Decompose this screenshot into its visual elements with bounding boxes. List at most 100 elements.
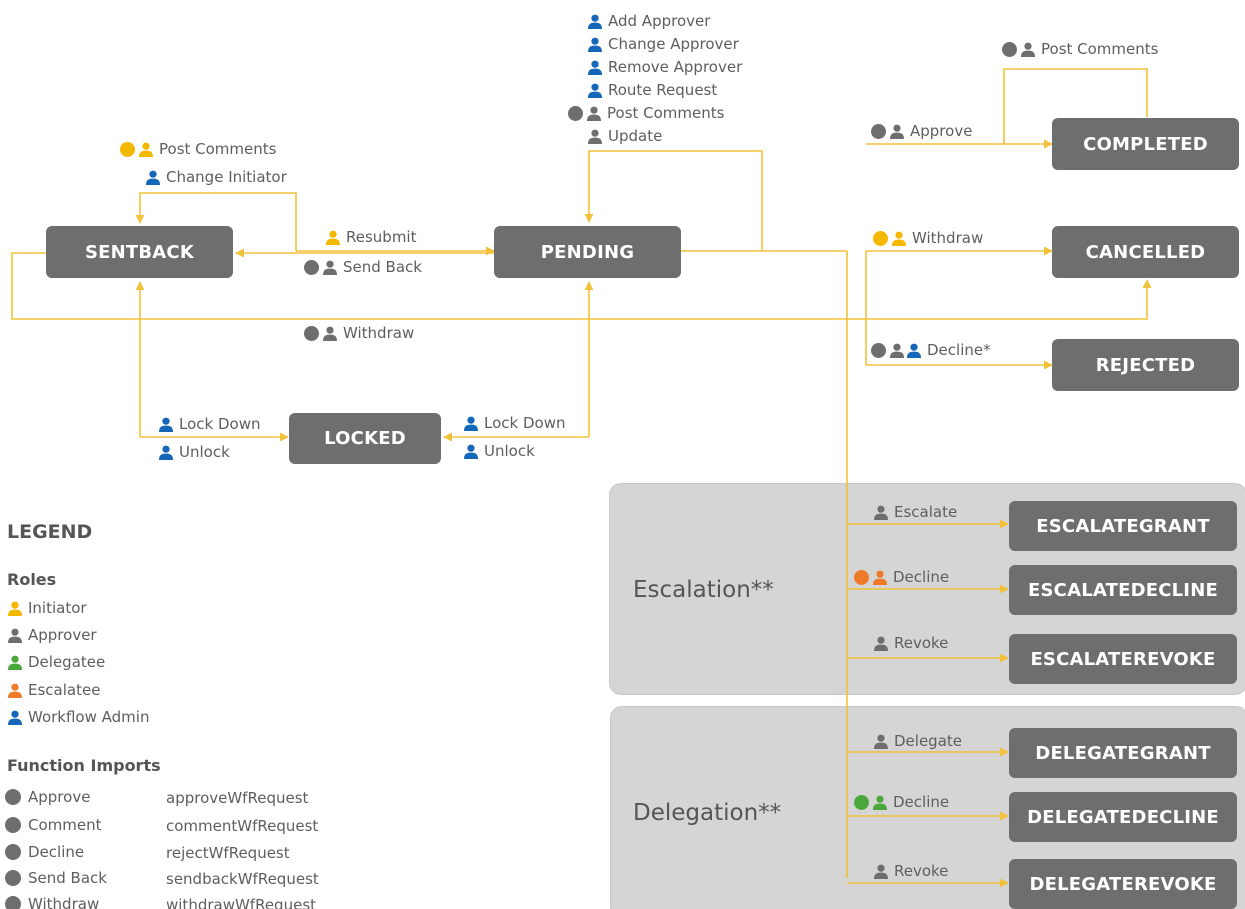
label-unlock-right: Unlock (463, 441, 535, 461)
label-delegation-decline: Decline (854, 792, 949, 812)
approver-person-icon (7, 628, 23, 643)
legend-role-initiator: Initiator (7, 598, 87, 618)
legend-role-approver: Approver (7, 625, 97, 645)
legend-title: LEGEND (7, 521, 93, 543)
label-update: Update (587, 126, 662, 146)
approver-person-icon (586, 106, 602, 121)
workflow-admin-person-icon (145, 170, 161, 185)
delegatee-person-icon (872, 795, 888, 810)
label-decline: Decline* (871, 340, 991, 360)
completed-self-loop (1003, 68, 1148, 144)
function-dot-icon (5, 789, 21, 805)
approver-person-icon (322, 326, 338, 341)
legend-role-workflow-admin: Workflow Admin (7, 707, 149, 727)
function-dot-icon (5, 870, 21, 886)
label-escalation-revoke: Revoke (873, 633, 948, 653)
label-add-approver: Add Approver (587, 11, 710, 31)
function-dot-icon (871, 342, 886, 358)
delegatee-person-icon (7, 655, 23, 670)
function-dot-icon (854, 794, 869, 810)
approver-person-icon (1020, 42, 1036, 57)
delegation-group-label: Delegation** (633, 800, 782, 826)
state-sentback[interactable]: SENTBACK (46, 226, 233, 278)
workflow-admin-person-icon (158, 417, 174, 432)
escalatee-person-icon (7, 683, 23, 698)
function-dot-icon (873, 230, 888, 246)
workflow-admin-person-icon (587, 83, 603, 98)
workflow-admin-person-icon (463, 444, 479, 459)
pending-self-loop (584, 150, 763, 251)
legend-function-send-back: Send Back (5, 868, 107, 888)
label-unlock-left: Unlock (158, 442, 230, 462)
workflow-admin-person-icon (587, 14, 603, 29)
function-dot-icon (5, 896, 21, 909)
legend-function-withdraw-import: withdrawWfRequest (166, 896, 317, 909)
legend-function-approve: Approve (5, 787, 90, 807)
label-sentback-withdraw: Withdraw (304, 323, 414, 343)
legend-function-comment: Comment (5, 815, 102, 835)
approver-person-icon (873, 505, 889, 520)
label-escalate: Escalate (873, 502, 957, 522)
label-send-back: Send Back (304, 257, 422, 277)
escalatee-person-icon (872, 570, 888, 585)
state-completed[interactable]: COMPLETED (1052, 118, 1239, 170)
label-remove-approver: Remove Approver (587, 57, 742, 77)
label-pending-post-comments: Post Comments (568, 103, 724, 123)
initiator-person-icon (325, 230, 341, 245)
legend-function-send-back-import: sendbackWfRequest (166, 870, 319, 888)
workflow-admin-person-icon (463, 416, 479, 431)
initiator-person-icon (7, 601, 23, 616)
initiator-person-icon (891, 231, 907, 246)
legend-functions-heading: Function Imports (7, 756, 161, 775)
label-pending-withdraw: Withdraw (873, 228, 983, 248)
state-delegategrant[interactable]: DELEGATEGRANT (1009, 728, 1237, 778)
label-change-approver: Change Approver (587, 34, 739, 54)
legend-function-comment-import: commentWfRequest (166, 817, 319, 835)
approver-person-icon (587, 129, 603, 144)
state-cancelled[interactable]: CANCELLED (1052, 226, 1239, 278)
function-dot-icon (120, 141, 135, 157)
legend-function-approve-import: approveWfRequest (166, 789, 309, 807)
function-dot-icon (871, 123, 886, 139)
workflow-admin-person-icon (587, 60, 603, 75)
approver-person-icon (873, 636, 889, 651)
label-completed-post-comments: Post Comments (1002, 39, 1158, 59)
legend-role-delegatee: Delegatee (7, 652, 105, 672)
sentback-self-loop (135, 192, 297, 251)
approver-person-icon (889, 124, 905, 139)
function-dot-icon (304, 325, 319, 341)
workflow-admin-person-icon (158, 445, 174, 460)
state-locked[interactable]: LOCKED (289, 413, 441, 464)
workflow-admin-person-icon (587, 37, 603, 52)
state-delegatedecline[interactable]: DELEGATEDECLINE (1009, 792, 1237, 842)
workflow-admin-person-icon (7, 710, 23, 725)
legend-function-decline: Decline (5, 842, 84, 862)
label-approve: Approve (871, 121, 972, 141)
escalation-group-label: Escalation** (633, 577, 774, 603)
legend-function-decline-import: rejectWfRequest (166, 844, 290, 862)
legend-roles-heading: Roles (7, 570, 57, 589)
state-escalategrant[interactable]: ESCALATEGRANT (1009, 501, 1237, 551)
initiator-person-icon (138, 142, 154, 157)
approver-person-icon (873, 864, 889, 879)
label-sentback-post-comments: Post Comments (120, 139, 276, 159)
label-delegate: Delegate (873, 731, 962, 751)
approver-person-icon (322, 260, 338, 275)
state-pending[interactable]: PENDING (494, 226, 681, 278)
state-rejected[interactable]: REJECTED (1052, 339, 1239, 391)
label-delegation-revoke: Revoke (873, 861, 948, 881)
label-escalation-decline: Decline (854, 567, 949, 587)
state-escalatedecline[interactable]: ESCALATEDECLINE (1009, 565, 1237, 615)
state-delegaterevoke[interactable]: DELEGATEREVOKE (1009, 859, 1237, 909)
function-dot-icon (5, 817, 21, 833)
label-change-initiator: Change Initiator (145, 167, 287, 187)
label-resubmit: Resubmit (325, 227, 416, 247)
function-dot-icon (854, 569, 869, 585)
legend-role-escalatee: Escalatee (7, 680, 100, 700)
function-dot-icon (5, 844, 21, 860)
label-lock-down-left: Lock Down (158, 414, 260, 434)
function-dot-icon (568, 105, 583, 121)
state-escalaterevoke[interactable]: ESCALATEREVOKE (1009, 634, 1237, 684)
